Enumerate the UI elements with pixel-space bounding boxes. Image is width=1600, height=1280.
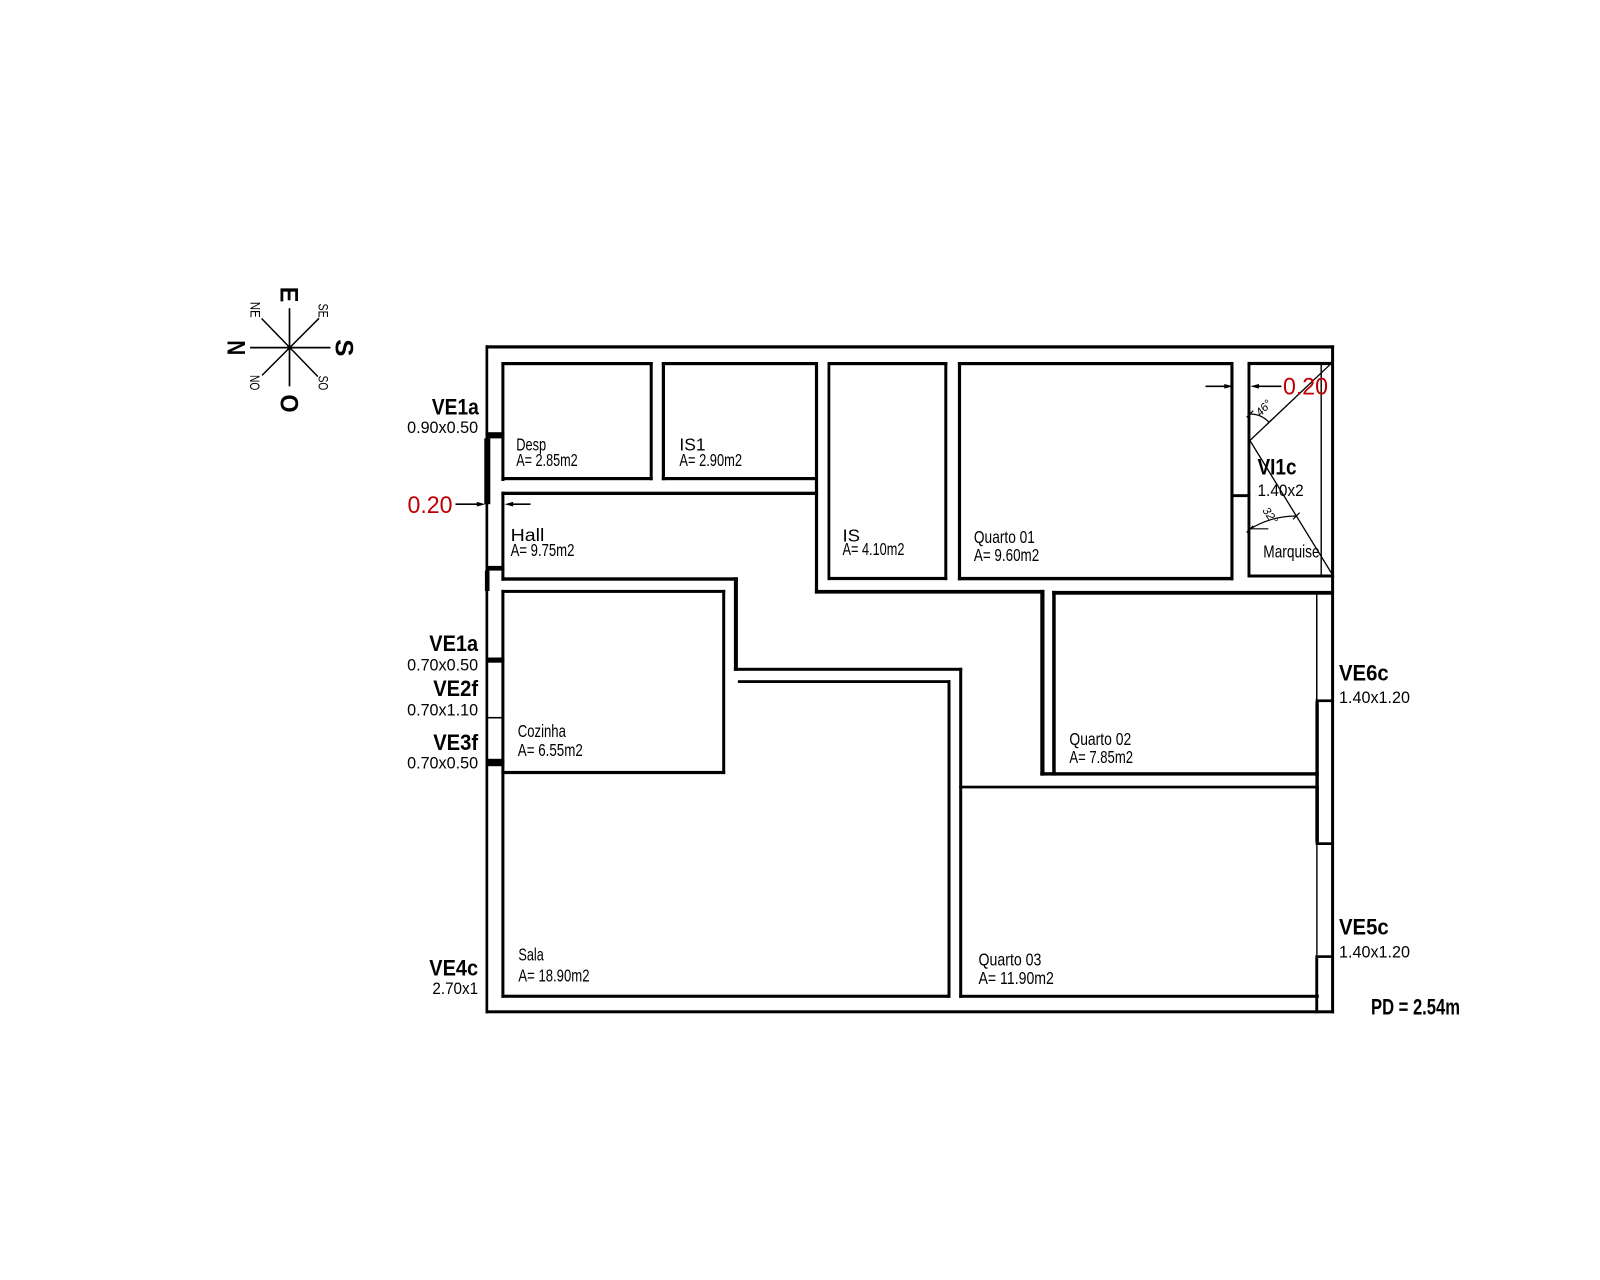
svg-text:Quarto 03: Quarto 03 <box>979 950 1042 970</box>
svg-text:VE5c: VE5c <box>1339 915 1389 940</box>
svg-text:0.90x0.50: 0.90x0.50 <box>407 418 478 437</box>
svg-text:Desp: Desp <box>516 435 546 455</box>
svg-text:VE1a: VE1a <box>432 394 480 419</box>
svg-text:O: O <box>274 394 302 412</box>
svg-text:NO: NO <box>247 375 262 390</box>
svg-text:A= 11.90m2: A= 11.90m2 <box>979 968 1054 988</box>
svg-text:0.20: 0.20 <box>408 492 453 519</box>
svg-text:Quarto 02: Quarto 02 <box>1069 729 1131 749</box>
svg-text:VE6c: VE6c <box>1339 661 1389 686</box>
svg-text:VE1a: VE1a <box>429 631 478 656</box>
svg-text:0.70x0.50: 0.70x0.50 <box>407 754 478 773</box>
svg-text:IS: IS <box>843 525 861 545</box>
svg-text:VE4c: VE4c <box>429 956 478 981</box>
svg-text:VE2f: VE2f <box>433 676 479 701</box>
svg-text:Quarto 01: Quarto 01 <box>974 527 1035 547</box>
svg-text:0.20: 0.20 <box>1283 374 1328 401</box>
svg-text:1.40x2: 1.40x2 <box>1258 481 1304 500</box>
svg-text:N: N <box>221 340 249 355</box>
svg-text:SE: SE <box>316 304 331 318</box>
svg-text:VI1c: VI1c <box>1258 455 1297 480</box>
svg-text:2.70x1: 2.70x1 <box>432 979 478 998</box>
svg-text:0.70x0.50: 0.70x0.50 <box>407 656 478 675</box>
svg-text:Hall: Hall <box>511 525 545 545</box>
svg-text:Cozinha: Cozinha <box>518 721 566 741</box>
svg-text:Sala: Sala <box>518 945 544 965</box>
svg-text:S: S <box>330 339 358 356</box>
svg-text:Marquise: Marquise <box>1263 542 1319 562</box>
svg-text:1.40x1.20: 1.40x1.20 <box>1339 943 1410 962</box>
svg-text:IS1: IS1 <box>679 435 705 455</box>
svg-text:SO: SO <box>316 376 331 391</box>
svg-text:A= 2.85m2: A= 2.85m2 <box>516 450 578 470</box>
svg-text:0.70x1.10: 0.70x1.10 <box>407 701 478 720</box>
svg-text:A= 4.10m2: A= 4.10m2 <box>843 539 905 559</box>
svg-text:NE: NE <box>247 302 262 318</box>
svg-text:PD = 2.54m: PD = 2.54m <box>1371 994 1460 1019</box>
svg-text:A= 2.90m2: A= 2.90m2 <box>679 450 742 470</box>
svg-text:A= 6.55m2: A= 6.55m2 <box>518 740 583 760</box>
svg-text:VE3f: VE3f <box>433 730 479 755</box>
svg-text:A= 18.90m2: A= 18.90m2 <box>518 966 589 986</box>
svg-text:A= 7.85m2: A= 7.85m2 <box>1069 747 1133 767</box>
svg-text:1.40x1.20: 1.40x1.20 <box>1339 688 1410 707</box>
svg-text:A= 9.60m2: A= 9.60m2 <box>974 545 1039 565</box>
svg-text:E: E <box>274 287 302 303</box>
svg-text:A= 9.75m2: A= 9.75m2 <box>511 540 575 560</box>
